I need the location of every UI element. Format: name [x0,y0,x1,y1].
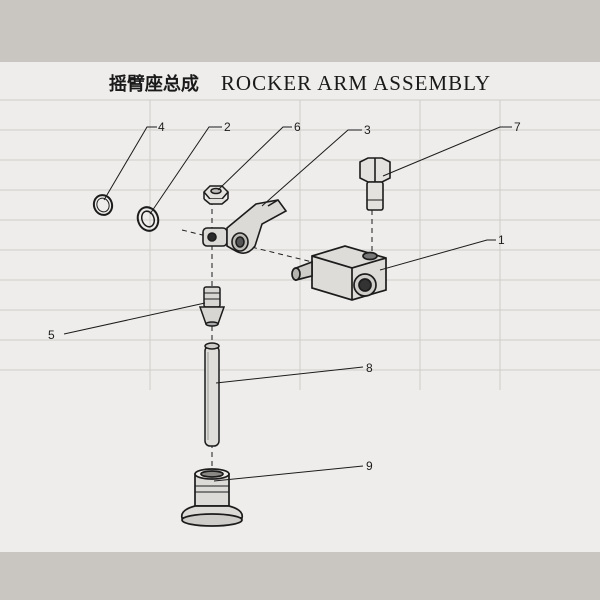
callout-6-number: 6 [294,120,301,134]
part-7-bolt [359,157,391,211]
part-2-washer [136,206,160,232]
callout-9-number: 9 [366,459,373,473]
part-5-adjusting-screw [198,286,226,327]
callout-8-number: 8 [366,361,373,375]
callout-5: 5 [48,302,206,342]
background-showthrough [0,99,600,390]
callout-8: 8 [215,361,373,384]
callout-1-number: 1 [498,233,505,247]
callout-2: 2 [149,120,231,215]
part-6-hex-nut [202,185,230,205]
title-english: ROCKER ARM ASSEMBLY [220,70,492,95]
title-chinese: 摇臂座总成 [108,74,199,95]
callout-9: 9 [213,459,373,482]
callout-1: 1 [379,233,505,271]
callout-3-number: 3 [364,123,371,137]
part-1-rocker-bracket [291,245,387,301]
part-4-washer [92,194,114,216]
part-9-tappet [180,468,244,527]
callout-4: 4 [103,120,165,201]
callout-5-number: 5 [48,328,55,342]
callout-7: 7 [382,120,521,177]
callout-7-number: 7 [514,120,521,134]
page-title: 摇臂座总成 ROCKER ARM ASSEMBLY [0,70,600,96]
callout-4-number: 4 [158,120,165,134]
part-3-rocker-arm [202,199,288,254]
callout-3: 3 [261,123,371,207]
callout-6: 6 [217,120,301,191]
callout-2-number: 2 [224,120,231,134]
part-8-push-rod [204,342,220,447]
